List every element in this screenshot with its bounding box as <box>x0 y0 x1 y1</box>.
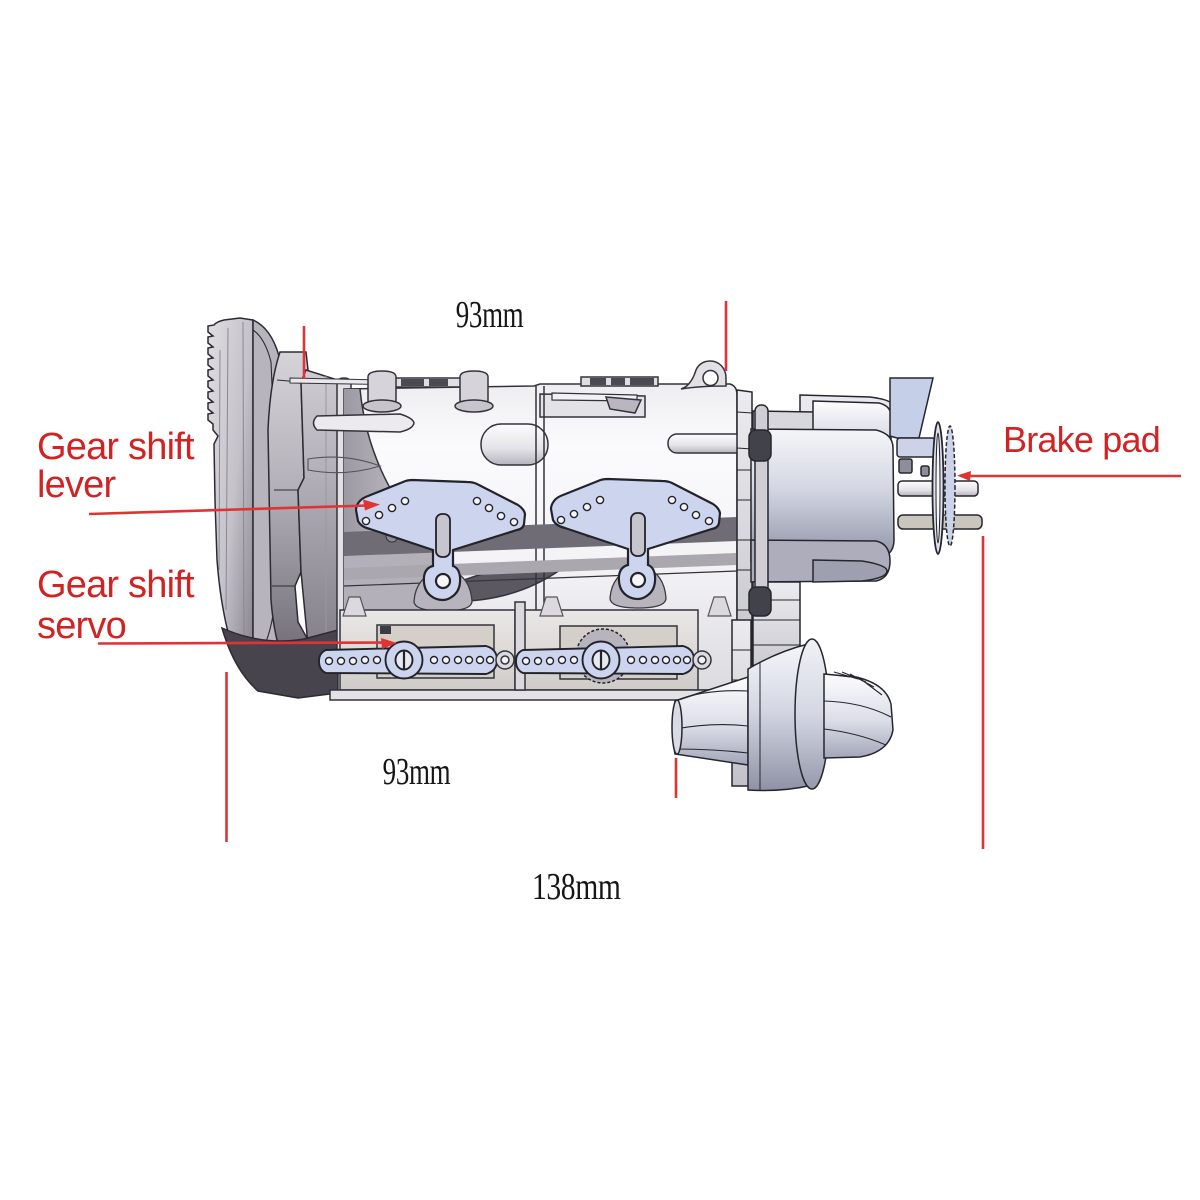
svg-text:93mm: 93mm <box>456 295 524 337</box>
svg-text:138mm: 138mm <box>532 867 621 908</box>
svg-text:Gear shift: Gear shift <box>37 564 195 606</box>
svg-text:Brake pad: Brake pad <box>1003 419 1160 460</box>
svg-text:Gear shift: Gear shift <box>37 426 195 468</box>
svg-text:servo: servo <box>37 605 126 647</box>
svg-text:lever: lever <box>37 464 117 506</box>
svg-text:93mm: 93mm <box>383 752 451 794</box>
